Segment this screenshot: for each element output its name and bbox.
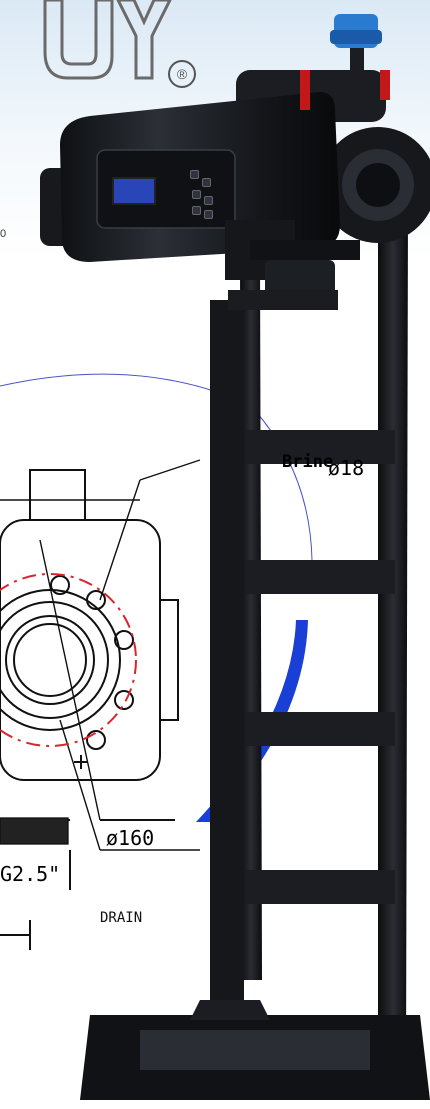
control-button[interactable] (190, 170, 199, 179)
brine-label: Brine (282, 452, 334, 472)
lcd-display (112, 177, 156, 205)
control-valve-head (40, 92, 360, 310)
outlet-flange (236, 70, 430, 243)
dimension-label: 0 (0, 228, 7, 240)
valve-stand (80, 200, 430, 1100)
control-button[interactable] (204, 210, 213, 219)
control-button[interactable] (192, 206, 201, 215)
thread-label: G2.5" (0, 862, 61, 886)
blue-lens-rim (196, 620, 308, 822)
control-button[interactable] (202, 178, 211, 187)
diameter-label-top: ø18 (328, 456, 365, 480)
diameter-label-bottom: ø160 (106, 826, 155, 850)
control-button[interactable] (204, 196, 213, 205)
registered-mark: ® (168, 60, 196, 88)
control-button[interactable] (192, 190, 201, 199)
brand-logo (43, 0, 172, 80)
blue-actuator (300, 14, 390, 110)
drain-label: DRAIN (100, 910, 143, 926)
